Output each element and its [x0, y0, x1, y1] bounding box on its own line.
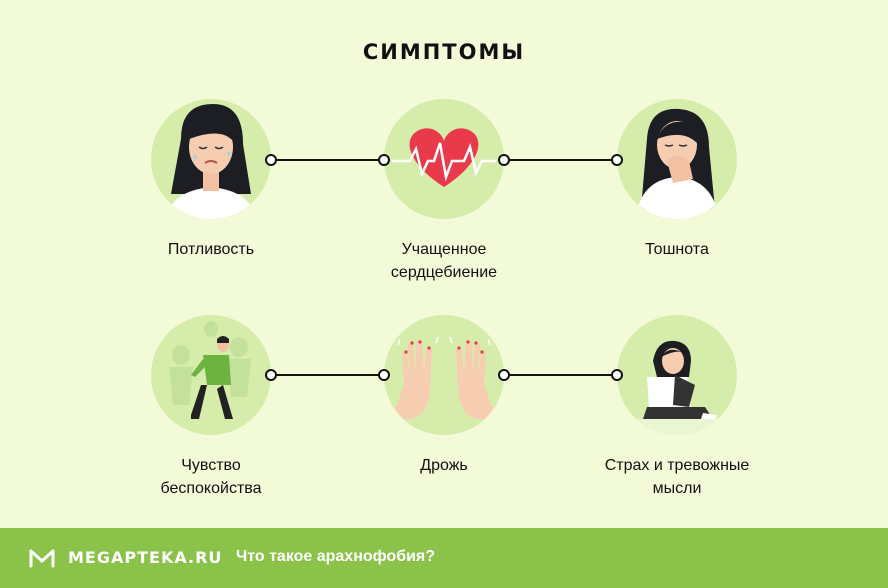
connector-dot: [378, 154, 390, 166]
anxious-man-icon: [151, 315, 271, 435]
trembling-hands-icon: [384, 315, 504, 435]
connector-dot: [265, 369, 277, 381]
symptom-label-sweating: Потливость: [167, 241, 255, 258]
connector-line: [508, 159, 616, 161]
connector-line: [275, 159, 383, 161]
page-title: СИМПТОМЫ: [362, 40, 526, 64]
connector-dot: [378, 369, 390, 381]
symptom-label-nausea: Тошнота: [645, 241, 709, 258]
sweating-woman-icon: [151, 99, 271, 219]
connector-line: [508, 374, 616, 376]
article-title[interactable]: Что такое арахнофобия?: [236, 548, 436, 565]
connector-dot: [498, 154, 510, 166]
fearful-woman-icon: [617, 315, 737, 435]
footer-bar: MEGAPTEKA.RU Что такое арахнофобия?: [0, 528, 888, 588]
connector-line: [275, 374, 383, 376]
connector-dot: [498, 369, 510, 381]
brand-name[interactable]: MEGAPTEKA.RU: [68, 548, 223, 567]
connector-dot: [611, 369, 623, 381]
connector-dot: [611, 154, 623, 166]
symptom-label-tremor: Дрожь: [420, 457, 468, 474]
brand-logo-icon: [29, 549, 55, 568]
nausea-woman-icon: [617, 99, 737, 219]
connector-dot: [265, 154, 277, 166]
heartbeat-icon: [384, 99, 504, 219]
